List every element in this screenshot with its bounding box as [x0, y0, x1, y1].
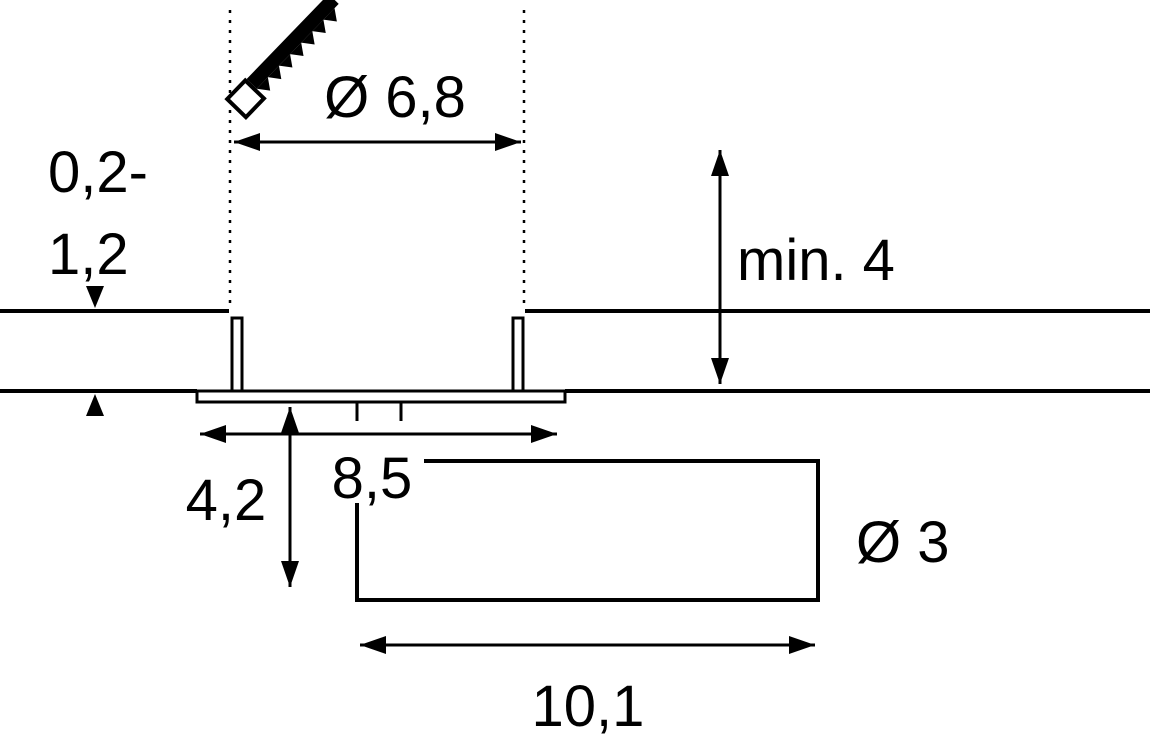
label-ceiling-thickness-1: 0,2- — [48, 140, 148, 205]
trim-flange — [195, 389, 567, 404]
housing-body — [355, 459, 820, 602]
thickness-arrow-up — [86, 394, 104, 416]
label-cutout-diameter: Ø 6,8 — [324, 65, 466, 130]
connector-stubs — [355, 403, 403, 421]
spring-clip-right — [511, 316, 525, 393]
label-housing-length: 10,1 — [532, 674, 645, 739]
label-flange-diameter: 8,5 — [332, 446, 413, 511]
saw-icon — [224, 0, 339, 121]
spring-clip-left — [230, 316, 244, 393]
label-min-depth: min. 4 — [737, 228, 895, 293]
label-ceiling-thickness-2: 1,2 — [48, 222, 129, 287]
label-bg-flange — [320, 449, 424, 503]
thickness-arrow-down — [86, 286, 104, 308]
label-body-depth: 4,2 — [186, 468, 267, 533]
label-housing-diameter: Ø 3 — [856, 510, 950, 575]
